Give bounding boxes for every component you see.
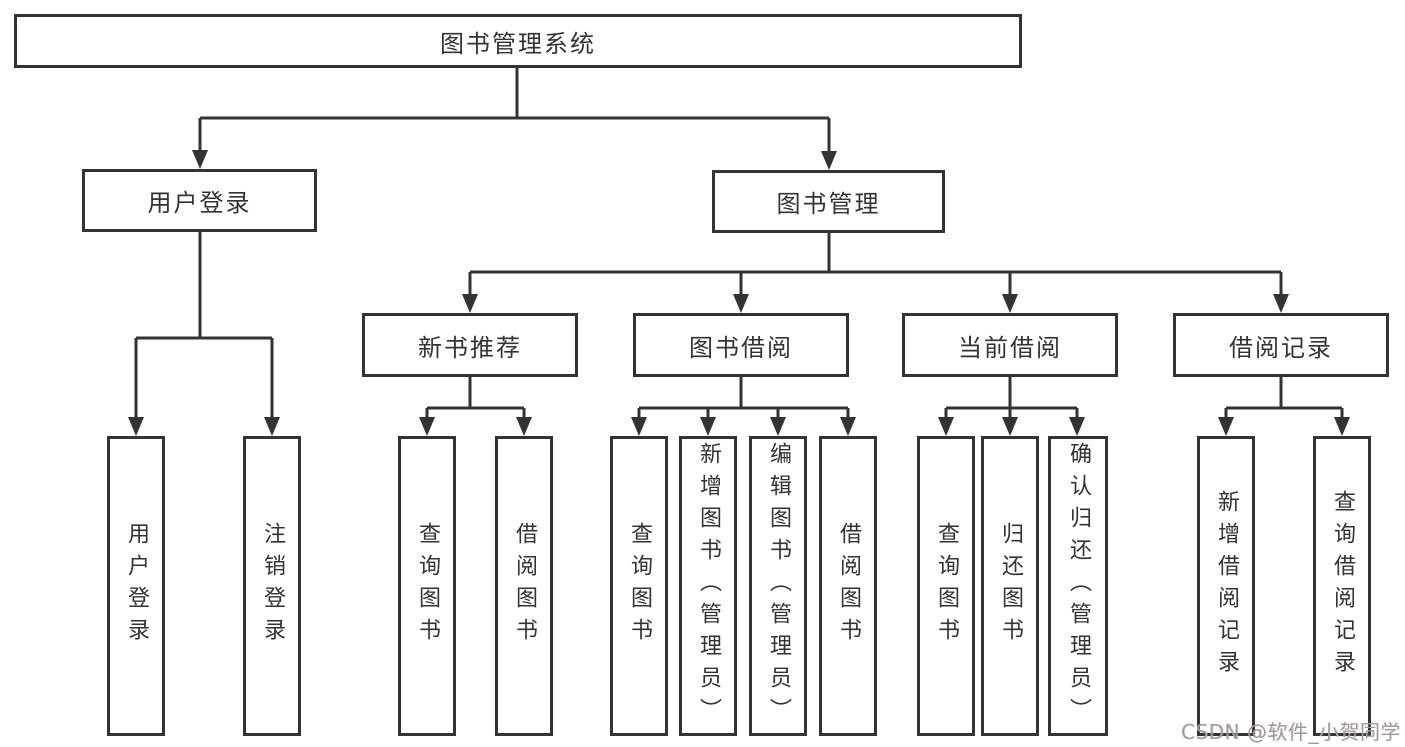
leaf-logout: 注销登录 — [243, 436, 301, 736]
node-borrowing-records: 借阅记录 — [1173, 313, 1389, 377]
leaf-query-books-borrow: 查询图书 — [610, 436, 668, 736]
leaf-edit-books-admin: 编辑图书（管理员） — [749, 436, 807, 736]
leaf-confirm-return-admin: 确认归还（管理员） — [1048, 436, 1108, 736]
node-new-book-recommendation: 新书推荐 — [362, 313, 578, 377]
node-current-borrowing: 当前借阅 — [902, 313, 1118, 377]
node-user-login: 用户登录 — [82, 169, 317, 232]
leaf-query-books-recommend: 查询图书 — [398, 436, 456, 736]
node-book-borrowing: 图书借阅 — [633, 313, 849, 377]
leaf-query-borrow-record: 查询借阅记录 — [1313, 436, 1371, 736]
leaf-borrow-books-recommend: 借阅图书 — [495, 436, 553, 736]
leaf-borrow-books: 借阅图书 — [819, 436, 877, 736]
leaf-add-books-admin: 新增图书（管理员） — [679, 436, 737, 736]
leaf-query-books-current: 查询图书 — [917, 436, 975, 736]
leaf-add-borrow-record: 新增借阅记录 — [1197, 436, 1255, 736]
node-book-management: 图书管理 — [712, 170, 945, 233]
node-library-management-system: 图书管理系统 — [14, 14, 1022, 68]
leaf-user-login: 用户登录 — [107, 436, 165, 736]
leaf-return-books: 归还图书 — [981, 436, 1039, 736]
csdn-watermark: CSDN @软件_小贺同学 — [1181, 720, 1401, 744]
